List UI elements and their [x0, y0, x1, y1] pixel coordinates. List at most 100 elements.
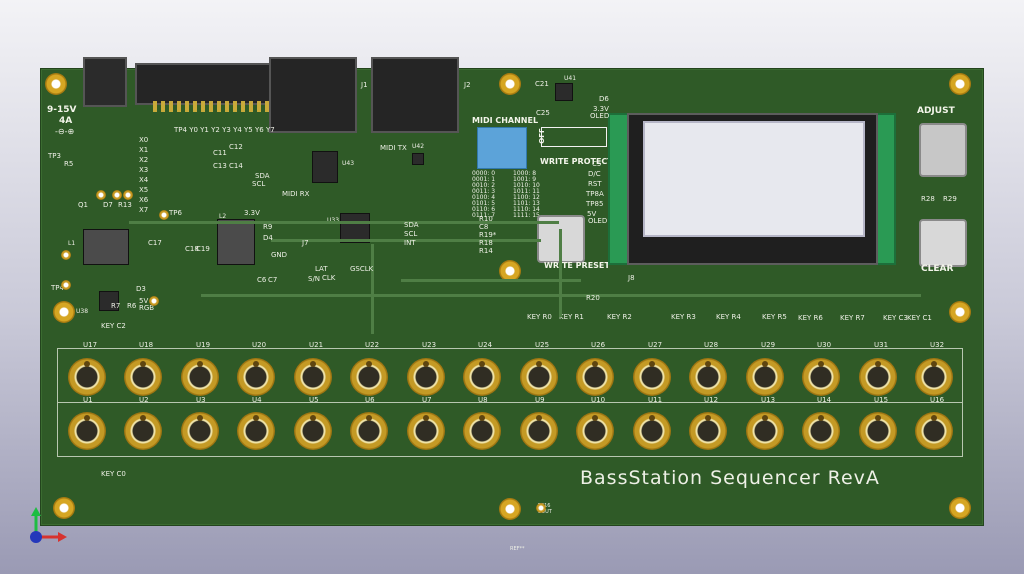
midi-channel-row: 1000: 8 [513, 170, 537, 177]
u16-label: U16 [930, 396, 945, 404]
c21-label: C21 [535, 80, 549, 88]
voltage-33-label-2: 3.3V [593, 105, 609, 113]
key-r2-label: KEY R2 [607, 313, 632, 321]
u29-label: U29 [761, 341, 776, 349]
encoder-u21[interactable] [294, 358, 332, 396]
testpoint [61, 250, 71, 260]
ribbon-connector [135, 63, 271, 105]
encoder-u28[interactable] [689, 358, 727, 396]
encoder-u11[interactable] [633, 412, 671, 450]
key-c2-label: KEY C2 [101, 322, 126, 330]
l2-label: L2 [219, 213, 227, 220]
encoder-u20[interactable] [237, 358, 275, 396]
encoder-u24[interactable] [463, 358, 501, 396]
testpoint [159, 210, 169, 220]
encoder-u30[interactable] [802, 358, 840, 396]
lat-label: LAT [315, 265, 328, 273]
midi-channel-title: MIDI CHANNEL [472, 116, 539, 125]
midi-channel-row: 1101: 13 [513, 200, 540, 207]
u38-chip [99, 291, 119, 311]
y6-label: Y6 [255, 126, 264, 134]
x0-label: X0 [139, 136, 149, 144]
board-title: BassStation Sequencer RevA [580, 467, 880, 489]
midi-channel-row: 1100: 12 [513, 194, 540, 201]
r29-label: R29 [943, 195, 957, 203]
key-r3-label: KEY R3 [671, 313, 696, 321]
encoder-u22[interactable] [350, 358, 388, 396]
u18-label: U18 [139, 341, 154, 349]
encoder-u2[interactable] [124, 412, 162, 450]
sv-label-2: 5V [139, 297, 149, 305]
r20-label: R20 [586, 294, 600, 302]
midi-channel-table-2: 1000: 8 1001: 9 1010: 10 1011: 11 1100: … [513, 171, 540, 219]
trace [371, 244, 374, 334]
encoder-u12[interactable] [689, 412, 727, 450]
encoder-u18[interactable] [124, 358, 162, 396]
scl-label-2: SCL [404, 230, 418, 238]
encoder-u19[interactable] [181, 358, 219, 396]
testpoint [112, 190, 122, 200]
tp3-label: TP3 [48, 152, 61, 160]
key-r7-label: KEY R7 [840, 314, 865, 322]
encoder-u25[interactable] [520, 358, 558, 396]
encoder-u23[interactable] [407, 358, 445, 396]
encoder-u1[interactable] [68, 412, 106, 450]
u15-label: U15 [874, 396, 889, 404]
encoder-u10[interactable] [576, 412, 614, 450]
encoder-u31[interactable] [859, 358, 897, 396]
testpoint [61, 280, 71, 290]
tp4-inline-label: TP4 [174, 126, 187, 134]
midi-rx-label: MIDI RX [282, 190, 310, 198]
key-r1-label: KEY R1 [559, 313, 584, 321]
r14-label: R14 [479, 247, 493, 255]
u42-chip [412, 153, 424, 165]
encoder-u7[interactable] [407, 412, 445, 450]
r6-label: R6 [127, 302, 137, 310]
write-protect-switch[interactable] [541, 127, 607, 147]
encoder-u32[interactable] [915, 358, 953, 396]
u13-label: U13 [761, 396, 776, 404]
u22-label: U22 [365, 341, 380, 349]
encoder-u5[interactable] [294, 412, 332, 450]
u42-label: U42 [412, 143, 425, 150]
encoder-u26[interactable] [576, 358, 614, 396]
u10-label: U10 [591, 396, 606, 404]
dip-switch[interactable] [477, 127, 527, 169]
y7-label: Y7 [265, 126, 275, 134]
u14-label: U14 [817, 396, 832, 404]
encoder-u13[interactable] [746, 412, 784, 450]
encoder-u8[interactable] [463, 412, 501, 450]
encoder-u9[interactable] [520, 412, 558, 450]
mounting-hole [949, 497, 971, 519]
tp8a-label: TP8A [586, 190, 604, 198]
voltage-33-label: 3.3V [244, 209, 260, 217]
encoder-u29[interactable] [746, 358, 784, 396]
r5-label: R5 [64, 160, 74, 168]
r18-label: R18 [479, 239, 493, 247]
d4-label: D4 [263, 234, 273, 242]
encoder-u14[interactable] [802, 412, 840, 450]
midi-channel-row: 0111: 7 [472, 212, 496, 219]
encoder-u16[interactable] [915, 412, 953, 450]
encoder-u17[interactable] [68, 358, 106, 396]
midi-channel-row: 0100: 4 [472, 194, 496, 201]
u19-label: U19 [196, 341, 211, 349]
midi-channel-row: 0101: 5 [472, 200, 496, 207]
encoder-u15[interactable] [859, 412, 897, 450]
y-labels-row: TP4 Y0 Y1 Y2 Y3 Y4 Y5 Y6 Y7 [174, 126, 275, 134]
key-r4-label: KEY R4 [716, 313, 741, 321]
encoder-u27[interactable] [633, 358, 671, 396]
trace [559, 229, 562, 317]
u21-label: U21 [309, 341, 324, 349]
gsclk-label: GSCLK [350, 265, 374, 273]
encoder-u6[interactable] [350, 412, 388, 450]
encoder-u4[interactable] [237, 412, 275, 450]
u17-label: U17 [83, 341, 98, 349]
x1-label: X1 [139, 146, 149, 154]
adjust-encoder[interactable] [919, 123, 967, 177]
x4-label: X4 [139, 176, 149, 184]
encoder-u3[interactable] [181, 412, 219, 450]
c13-label: C13 [213, 162, 227, 170]
clear-button[interactable] [919, 219, 967, 267]
mounting-hole [45, 73, 67, 95]
